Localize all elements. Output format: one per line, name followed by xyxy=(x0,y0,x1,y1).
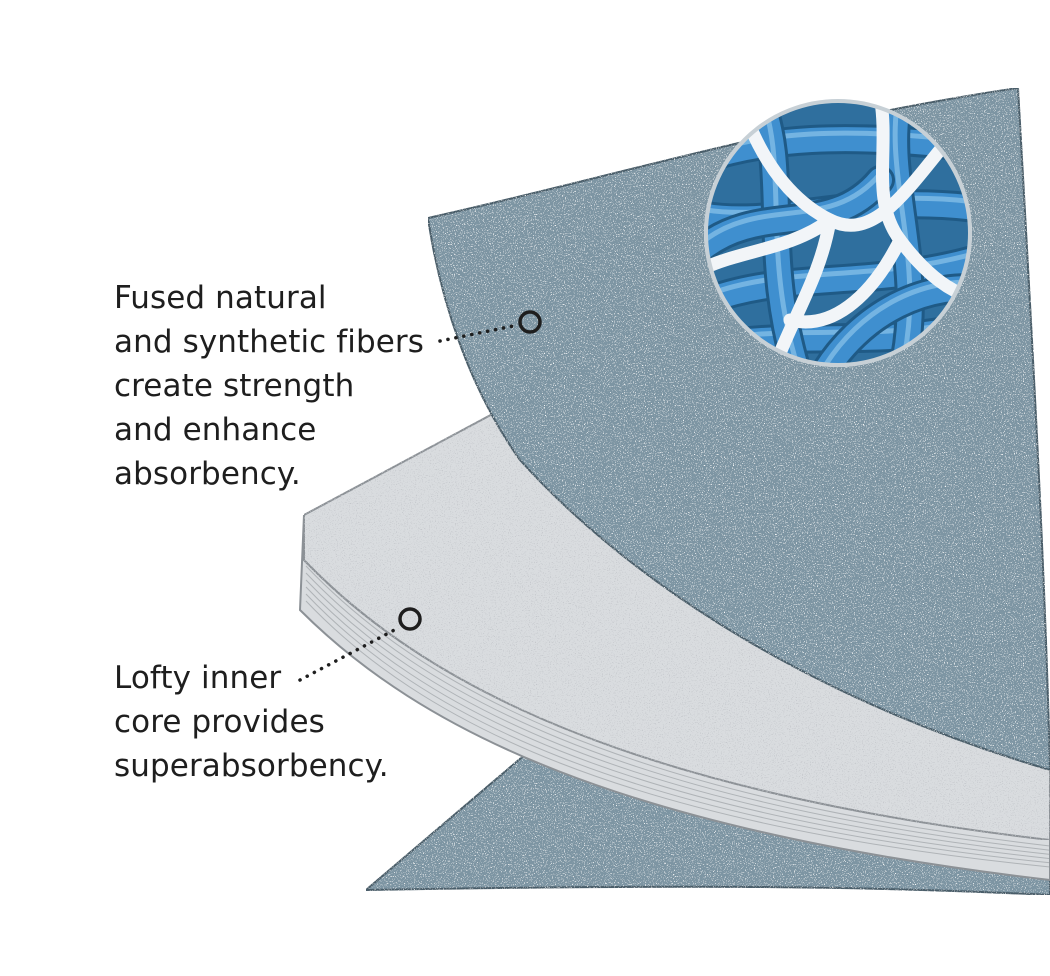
core-layer-line xyxy=(305,572,1050,851)
synthetic-fiber-highlight xyxy=(707,246,970,297)
leader-line-bottom xyxy=(298,607,422,682)
callout-line: Fused natural xyxy=(114,280,327,316)
natural-fiber xyxy=(706,213,837,277)
synthetic-fiber xyxy=(706,168,892,262)
natural-fiber xyxy=(783,233,907,329)
synthetic-fiber-highlight xyxy=(892,101,913,365)
callout-fused-fibers: Fused natural and synthetic fibers creat… xyxy=(114,276,424,496)
callout-line: and enhance xyxy=(114,412,317,448)
leader-marker-icon xyxy=(518,310,542,334)
callout-line: create strength xyxy=(114,368,355,404)
callout-line: superabsorbency. xyxy=(114,748,389,784)
synthetic-fiber-highlight xyxy=(706,171,883,247)
leader-marker-icon xyxy=(398,607,422,631)
core-layer-line xyxy=(305,586,1050,860)
core-layer-line xyxy=(305,579,1050,855)
synthetic-fiber xyxy=(706,243,970,312)
core-layer-line xyxy=(305,565,1050,847)
callout-line: and synthetic fibers xyxy=(114,324,425,360)
core-layer-line xyxy=(305,600,1050,868)
callout-line: Lofty inner xyxy=(114,660,282,696)
core-layer-line xyxy=(305,593,1050,864)
callout-line: core provides xyxy=(114,704,325,740)
callout-lofty-core: Lofty inner core provides superabsorbenc… xyxy=(114,656,389,788)
inner-core-fibers xyxy=(305,565,1050,868)
leader-line-top xyxy=(438,310,542,343)
callout-line: absorbency. xyxy=(114,456,301,492)
